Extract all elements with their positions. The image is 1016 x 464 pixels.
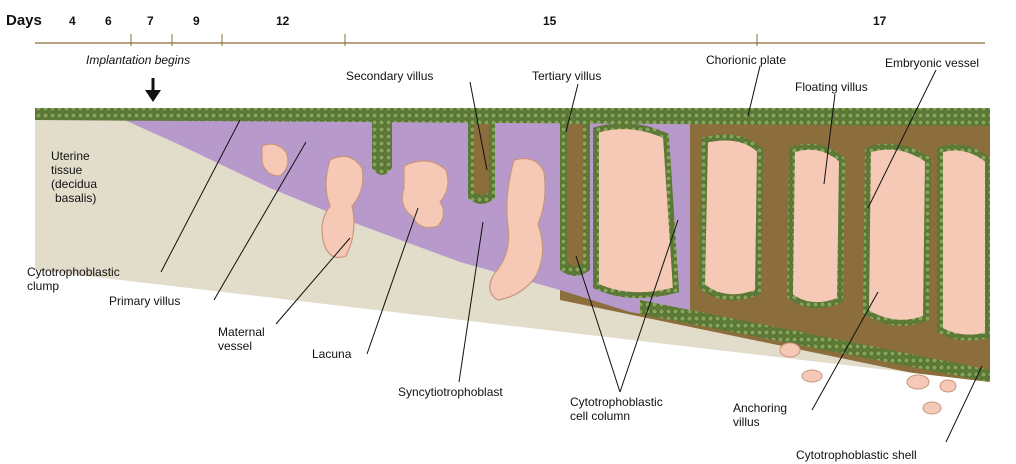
timeline: Days 4 6 7 9 12 15 17	[6, 12, 985, 46]
implantation-arrow-icon	[145, 78, 161, 102]
cell-column-label: Cytotrophoblastic cell column	[570, 395, 666, 423]
day-tick-label: 4	[69, 14, 76, 28]
chorionic-plate-label: Chorionic plate	[706, 53, 786, 67]
days-label: Days	[6, 12, 42, 29]
lacuna-label: Lacuna	[312, 347, 352, 361]
uterine-tissue-label: Uterine tissue (decidua basalis)	[51, 149, 100, 205]
floating-villus-label: Floating villus	[795, 80, 868, 94]
secondary-villus-label: Secondary villus	[346, 69, 433, 83]
day-tick-label: 6	[105, 14, 112, 28]
implantation-label: Implantation begins	[86, 53, 190, 67]
day-tick-label: 12	[276, 14, 290, 28]
anchoring-villus-label: Anchoring villus	[733, 401, 790, 429]
syncytiotrophoblast-label: Syncytiotrophoblast	[398, 385, 503, 399]
tertiary-villus-label: Tertiary villus	[532, 69, 601, 83]
day-tick-label: 7	[147, 14, 154, 28]
cytotrophoblastic-clump-label: Cytotrophoblastic clump	[27, 265, 123, 293]
primary-villus-label: Primary villus	[109, 294, 180, 308]
tissue-section	[30, 100, 1000, 400]
cytotrophoblastic-shell-label: Cytotrophoblastic shell	[796, 448, 917, 462]
day-tick-label: 15	[543, 14, 557, 28]
day-tick-label: 9	[193, 14, 200, 28]
day-tick-label: 17	[873, 14, 887, 28]
maternal-vessel-label: Maternal vessel	[218, 325, 268, 353]
embryonic-vessel-label: Embryonic vessel	[885, 56, 979, 70]
